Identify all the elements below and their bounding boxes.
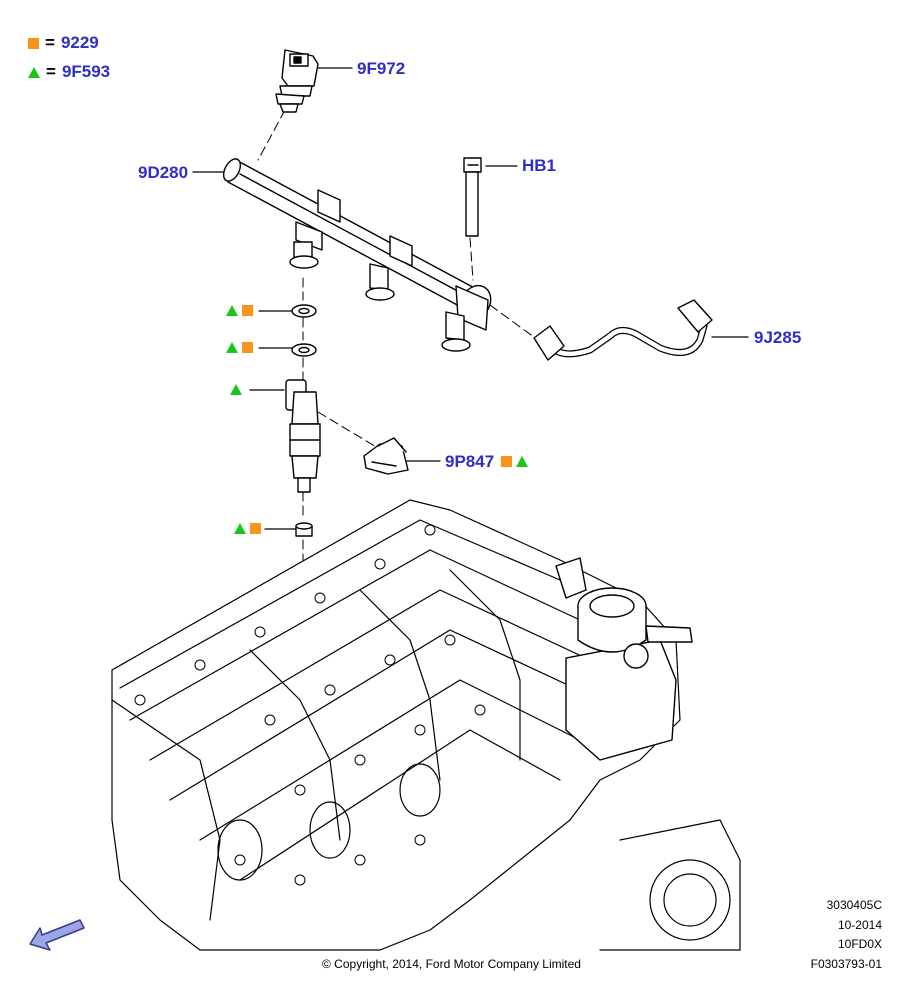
nav-arrow-icon[interactable] (26, 914, 88, 954)
copyright: © Copyright, 2014, Ford Motor Company Li… (322, 957, 581, 971)
legend-triangle-row: = 9F593 (28, 62, 110, 82)
callout-fuel-line: 9J285 (754, 328, 802, 347)
legend-equals: = (45, 33, 55, 52)
callout-bolt: HB1 (522, 156, 557, 175)
assembly-axes (257, 109, 539, 576)
meta-code: 3030405C (826, 898, 882, 912)
callout-clip: 9P847 (445, 452, 495, 471)
marker-group-bottom-seal (234, 523, 261, 534)
leader-lines (192, 67, 749, 530)
fuel-pump (555, 557, 693, 761)
legend-equals: = (46, 62, 56, 81)
square-marker-icon (28, 37, 39, 49)
triangle-marker-icon (28, 66, 40, 78)
injector (285, 379, 321, 493)
cylinder-head (111, 499, 741, 951)
square-marker-icon (242, 342, 253, 353)
meta-date: 10-2014 (837, 918, 882, 932)
marker-group-injector (230, 384, 242, 395)
clip (363, 437, 409, 475)
legend-square-code: 9229 (60, 33, 99, 52)
marker-group-lower-seal (226, 342, 253, 353)
meta-figure-id: F0303793-01 (810, 957, 882, 971)
marker-group-clip (501, 456, 528, 467)
fuel-line (533, 299, 713, 361)
triangle-marker-icon (226, 305, 238, 316)
triangle-marker-icon (234, 523, 246, 534)
triangle-marker-icon (226, 342, 238, 353)
square-marker-icon (242, 305, 253, 316)
callout-pressure-sensor: 9F972 (357, 59, 406, 78)
callout-fuel-rail: 9D280 (138, 163, 189, 182)
meta-model: 10FD0X (837, 937, 882, 951)
fuel-rail (222, 158, 492, 352)
legend-square-row: = 9229 (28, 33, 99, 53)
square-marker-icon (501, 456, 512, 467)
seals (291, 304, 317, 537)
marker-group-upper-seal (226, 305, 253, 316)
triangle-marker-icon (230, 384, 242, 395)
bolt (463, 157, 482, 237)
square-marker-icon (250, 523, 261, 534)
legend-triangle-code: 9F593 (61, 62, 111, 81)
triangle-marker-icon (516, 456, 528, 467)
pressure-sensor (275, 49, 319, 113)
